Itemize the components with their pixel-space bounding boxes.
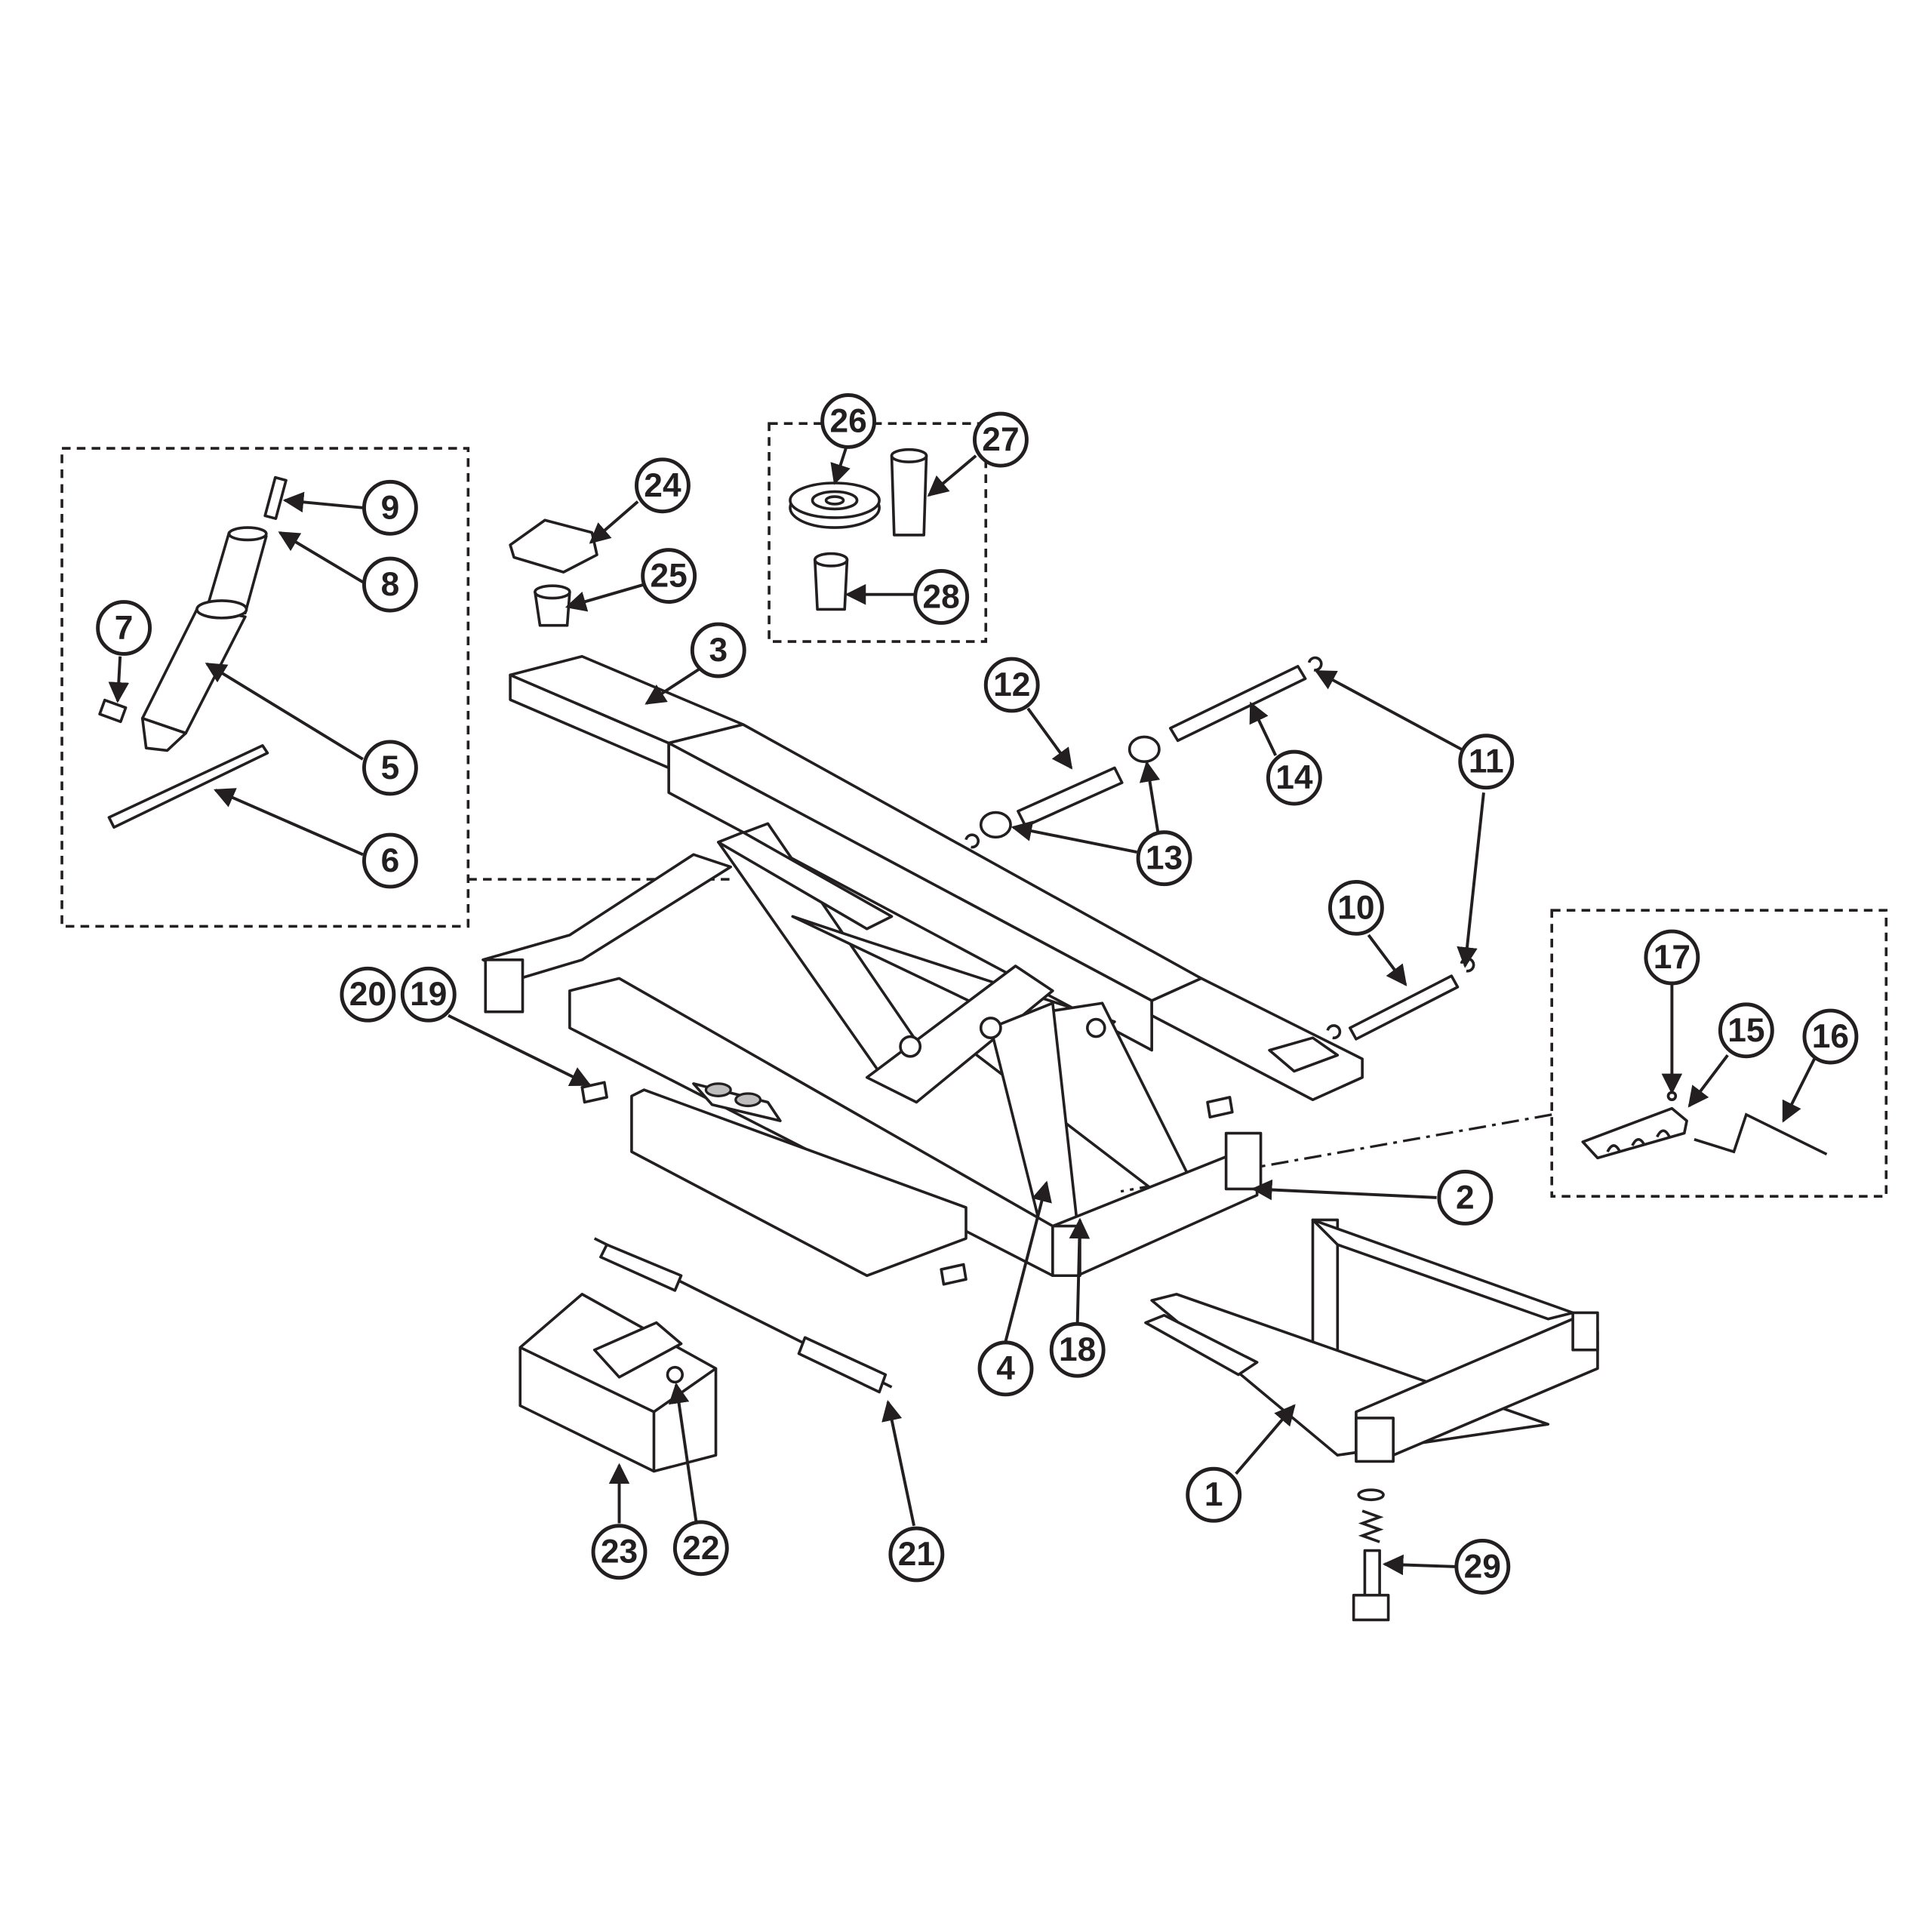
svg-text:23: 23	[601, 1534, 638, 1571]
svg-text:28: 28	[923, 578, 960, 615]
callout-1: 1	[1186, 1466, 1242, 1523]
callout-20: 20	[340, 966, 396, 1023]
svg-text:6: 6	[381, 842, 400, 879]
svg-text:17: 17	[1654, 939, 1690, 976]
callout-4: 4	[977, 1340, 1034, 1397]
handle-group-connector	[1120, 1113, 1552, 1193]
callout-10: 10	[1328, 879, 1384, 936]
callout-3: 3	[690, 622, 746, 678]
callout-26: 26	[820, 393, 877, 449]
svg-text:1: 1	[1204, 1476, 1223, 1513]
svg-text:9: 9	[381, 489, 400, 526]
callout-15: 15	[1718, 1002, 1774, 1059]
svg-text:2: 2	[1456, 1179, 1475, 1216]
callout-28: 28	[913, 569, 970, 625]
cylinder-group-box	[60, 447, 470, 928]
callout-12: 12	[983, 657, 1040, 713]
svg-text:5: 5	[381, 749, 400, 786]
callout-11: 11	[1458, 734, 1515, 790]
callout-8: 8	[362, 556, 418, 613]
leader-lines	[108, 448, 1816, 1576]
svg-text:20: 20	[349, 976, 386, 1013]
callout-23: 23	[591, 1524, 648, 1580]
adapter-group-box	[768, 422, 988, 643]
callout-25: 25	[641, 548, 697, 604]
svg-text:4: 4	[996, 1350, 1015, 1387]
svg-text:13: 13	[1146, 840, 1183, 877]
callout-17: 17	[1644, 929, 1700, 986]
svg-text:11: 11	[1469, 743, 1504, 780]
svg-text:16: 16	[1812, 1018, 1849, 1055]
callout-5: 5	[362, 740, 418, 796]
callout-18: 18	[1049, 1321, 1106, 1378]
svg-text:8: 8	[381, 566, 400, 603]
callout-29: 29	[1454, 1538, 1511, 1595]
svg-text:12: 12	[993, 666, 1030, 703]
callout-9: 9	[362, 479, 418, 536]
handle-parts	[1581, 1091, 1828, 1160]
callout-7: 7	[96, 600, 152, 656]
handle-group-box	[1550, 909, 1888, 1198]
callout-6: 6	[362, 832, 418, 889]
svg-text:10: 10	[1337, 889, 1374, 926]
callout-16: 16	[1802, 1008, 1859, 1065]
callout-21: 21	[888, 1526, 945, 1583]
svg-text:24: 24	[644, 467, 681, 504]
svg-text:27: 27	[982, 421, 1019, 458]
svg-text:19: 19	[410, 976, 447, 1013]
cylinder-assembly	[98, 475, 288, 829]
pump-and-hose	[518, 1237, 893, 1473]
svg-text:29: 29	[1464, 1548, 1501, 1585]
leg-assembly	[1144, 1218, 1599, 1622]
svg-text:22: 22	[682, 1530, 719, 1567]
callout-13: 13	[1136, 830, 1192, 887]
callout-14: 14	[1266, 749, 1322, 806]
svg-text:18: 18	[1059, 1331, 1096, 1368]
svg-text:3: 3	[709, 632, 728, 669]
svg-text:7: 7	[115, 610, 134, 647]
svg-text:25: 25	[651, 558, 688, 595]
svg-text:21: 21	[898, 1536, 935, 1573]
callout-24: 24	[635, 457, 691, 514]
callout-19: 19	[400, 966, 457, 1023]
svg-text:14: 14	[1275, 759, 1313, 796]
adapter-parts	[509, 448, 928, 627]
callout-22: 22	[672, 1520, 729, 1577]
pin-parts	[964, 656, 1475, 1041]
svg-text:15: 15	[1727, 1012, 1764, 1049]
lift-frame	[481, 654, 1364, 1286]
svg-text:26: 26	[829, 402, 866, 439]
callout-27: 27	[973, 411, 1029, 468]
callout-2: 2	[1437, 1169, 1494, 1226]
